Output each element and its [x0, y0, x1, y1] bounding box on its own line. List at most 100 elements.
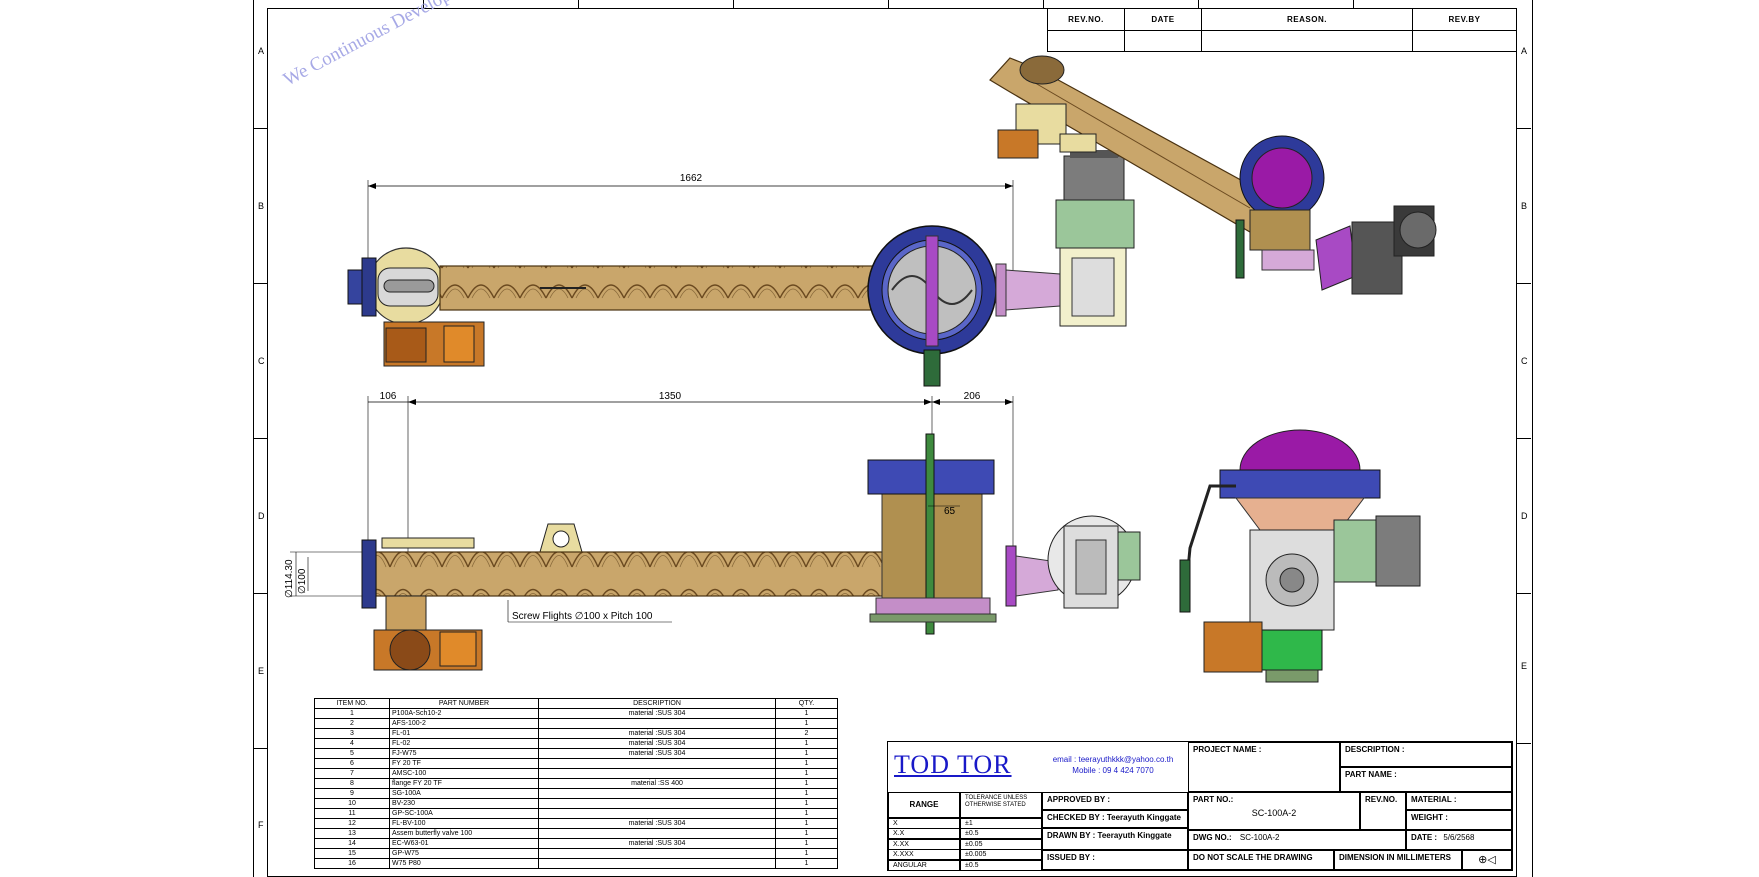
bom-cell-qty: 1 [775, 778, 838, 789]
isometric-view [989, 55, 1437, 295]
date-label: DATE : [1411, 833, 1438, 842]
bom-cell-qty: 1 [775, 818, 838, 829]
bom-cell-item: 6 [314, 758, 390, 769]
bom-cell-desc: material :SUS 304 [538, 838, 776, 849]
part-no-label: PART NO.: [1193, 795, 1234, 804]
bom-qty-header: QTY. [775, 698, 838, 709]
dim-screw-span: 1350 [659, 391, 682, 402]
no-scale-note: DO NOT SCALE THE DRAWING [1188, 850, 1334, 870]
bom-cell-qty: 1 [775, 828, 838, 839]
bom-cell-part: FJ-W75 [389, 748, 539, 759]
bom-cell-item: 13 [314, 828, 390, 839]
bom-cell-qty: 1 [775, 858, 838, 869]
bom-cell-part: EC-W63-01 [389, 838, 539, 849]
tolerance-range: X.XX [888, 838, 960, 850]
material-label: MATERIAL : [1406, 792, 1512, 810]
bom-cell-qty: 2 [775, 728, 838, 739]
bom-cell-part: FL-BV-100 [389, 818, 539, 829]
contact-email: email : teerayuthkkk@yahoo.co.th [1052, 755, 1174, 764]
bom-cell-desc: material :SS 400 [538, 778, 776, 789]
tolerance-range: ANGULAR [888, 859, 960, 871]
zone-row-d-right: D [1521, 511, 1528, 521]
bom-cell-qty: 1 [775, 808, 838, 819]
bom-cell-item: 8 [314, 778, 390, 789]
bom-cell-desc: material :SUS 304 [538, 728, 776, 739]
bom-cell-item: 12 [314, 818, 390, 829]
bom-cell-desc [538, 788, 776, 799]
drawn-by-label: DRAWN BY : Teerayuth Kinggate [1042, 828, 1188, 850]
bom-cell-part: FY 20 TF [389, 758, 539, 769]
dim-inner-diameter: ∅100 [297, 568, 308, 594]
zone-row-b-right: B [1521, 201, 1528, 211]
bom-cell-item: 5 [314, 748, 390, 759]
bom-cell-qty: 1 [775, 798, 838, 809]
tolerance-range: X.X [888, 828, 960, 840]
zone-row-b-left: B [258, 201, 265, 211]
bom-cell-item: 16 [314, 858, 390, 869]
tolerance-range: X.XXX [888, 849, 960, 861]
dim-outer-diameter: ∅114.30 [284, 559, 295, 598]
bom-description-header: DESCRIPTION [538, 698, 776, 709]
tolerance-value: ±0.5 [960, 828, 1042, 840]
dim-outlet-height: 65 [944, 506, 956, 517]
screw-flights-note: Screw Flights ∅100 x Pitch 100 [512, 611, 653, 622]
bom-cell-item: 10 [314, 798, 390, 809]
part-no-value: SC-100A-2 [1251, 808, 1297, 818]
date-value: 5/6/2568 [1443, 833, 1475, 842]
bom-cell-part: FL-02 [389, 738, 539, 749]
units-note: DIMENSION IN MILLIMETERS [1334, 850, 1462, 870]
bom-cell-item: 7 [314, 768, 390, 779]
side-view [1179, 429, 1421, 683]
bom-cell-qty: 1 [775, 748, 838, 759]
bom-cell-part: BV-230 [389, 798, 539, 809]
bom-cell-qty: 1 [775, 788, 838, 799]
weight-label: WEIGHT : [1406, 810, 1512, 830]
dwg-no-label: DWG NO.: [1193, 833, 1232, 842]
bom-cell-desc: material :SUS 304 [538, 748, 776, 759]
bom-cell-item: 2 [314, 718, 390, 729]
approved-by-label: APPROVED BY : [1042, 792, 1188, 810]
projection-symbol-icon: ⊕◁ [1462, 850, 1512, 870]
bom-cell-qty: 1 [775, 768, 838, 779]
bom-cell-part: AMSC-100 [389, 768, 539, 779]
front-view [290, 396, 1141, 671]
zone-row-e-right: E [1521, 661, 1528, 671]
bom-cell-desc [538, 758, 776, 769]
part-name-label: PART NAME : [1340, 767, 1512, 792]
dim-overall-length: 1662 [680, 173, 703, 184]
company-logo: TOD TOR [894, 750, 1012, 779]
bom-cell-item: 14 [314, 838, 390, 849]
tolerance-value: ±0.5 [960, 859, 1042, 871]
bom-cell-item: 3 [314, 728, 390, 739]
top-view [347, 150, 1135, 387]
bom-cell-desc [538, 808, 776, 819]
revision-table: REV.NO. DATE REASON. REV.BY [1047, 8, 1517, 52]
bom-cell-qty: 1 [775, 708, 838, 719]
project-name-label: PROJECT NAME : [1188, 742, 1340, 792]
bom-cell-part: P100A-Sch10-2 [389, 708, 539, 719]
checked-by-label: CHECKED BY : Teerayuth Kinggate [1042, 810, 1188, 828]
tolerance-value: ±0.005 [960, 849, 1042, 861]
range-label: RANGE [888, 792, 960, 818]
bom-cell-desc [538, 858, 776, 869]
rev-no-label: REV.NO. [1360, 792, 1406, 830]
bom-part-header: PART NUMBER [389, 698, 539, 709]
dim-outlet-offset: 206 [964, 391, 981, 402]
bom-cell-part: AFS-100-2 [389, 718, 539, 729]
tolerance-range: X [888, 818, 960, 829]
